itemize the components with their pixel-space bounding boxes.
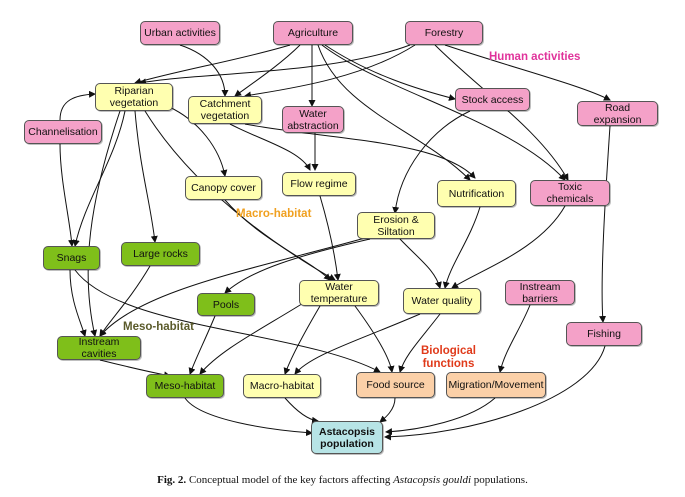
- edge-stock-erosion: [392, 110, 471, 214]
- node-water-temperature: Water temperature: [299, 280, 379, 306]
- node-riparian-vegetation: Riparian vegetation: [95, 83, 173, 111]
- edge-agriculture-riparian: [134, 44, 291, 85]
- node-catchment-vegetation: Catchment vegetation: [188, 96, 262, 124]
- edge-snags-food: [74, 269, 381, 373]
- edge-rocks-cavities: [99, 265, 151, 337]
- node-food-source: Food source: [356, 372, 435, 398]
- edge-watertemp-food: [354, 305, 395, 373]
- node-snags: Snags: [43, 246, 100, 270]
- node-flow-regime: Flow regime: [282, 172, 356, 196]
- edge-agriculture-toxic: [321, 44, 566, 181]
- edge-toxic-quality: [451, 205, 566, 289]
- node-fishing: Fishing: [566, 322, 642, 346]
- node-instream-barriers: Instream barriers: [505, 280, 575, 305]
- edge-agriculture-catchment: [234, 44, 301, 97]
- caption-fig-number: Fig. 2.: [157, 474, 187, 486]
- node-water-abstraction: Water abstraction: [282, 106, 344, 133]
- node-toxic-chemicals: Toxic chemicals: [530, 180, 610, 206]
- edge-watertemp-meso: [199, 301, 306, 375]
- edge-flow-watertemp: [319, 195, 341, 281]
- edge-riparian-cavities: [87, 110, 121, 337]
- edge-macro-astacopsis: [284, 397, 319, 424]
- node-channelisation: Channelisation: [24, 120, 102, 144]
- node-macro-habitat: Macro-habitat: [243, 374, 321, 398]
- label-human-activities: Human activities: [489, 51, 581, 63]
- caption-text-after: populations.: [471, 474, 528, 486]
- edge-agriculture-stock: [324, 44, 456, 101]
- edge-forestry-catchment: [244, 44, 416, 99]
- node-erosion-siltation: Erosion & Siltation: [357, 212, 435, 239]
- edge-watertemp-macro: [283, 305, 321, 375]
- edge-fishing-astacopsis: [384, 345, 606, 441]
- figure-caption: Fig. 2. Conceptual model of the key fact…: [0, 474, 685, 486]
- edge-food-astacopsis: [379, 397, 396, 423]
- edge-riparian-rocks: [134, 110, 158, 243]
- node-instream-cavities: Instream cavities: [57, 336, 141, 360]
- edge-agriculture-nutrification: [317, 44, 471, 181]
- edge-quality-macro: [294, 313, 421, 375]
- node-astacopsis-population: Astacopsis population: [311, 421, 383, 454]
- node-agriculture: Agriculture: [273, 21, 353, 45]
- edge-erosion-cavities: [99, 237, 366, 337]
- edge-catchment-nutrification: [244, 123, 476, 179]
- edge-forestry-riparian: [139, 44, 411, 86]
- node-canopy-cover: Canopy cover: [185, 176, 262, 200]
- node-large-rocks: Large rocks: [121, 242, 200, 266]
- edge-canopy-watertemp: [224, 199, 331, 281]
- node-forestry: Forestry: [405, 21, 483, 45]
- edge-urban-catchment: [179, 44, 229, 97]
- edge-channel-snags: [59, 143, 76, 247]
- node-stock-access: Stock access: [455, 88, 530, 111]
- edge-meso-astacopsis: [184, 397, 313, 437]
- edge-quality-food: [398, 313, 441, 373]
- edge-barriers-migration: [497, 304, 531, 373]
- edge-channel-riparian: [59, 90, 96, 121]
- edge-pools-meso: [188, 315, 216, 375]
- node-meso-habitat: Meso-habitat: [146, 374, 224, 398]
- node-water-quality: Water quality: [403, 288, 481, 314]
- edge-snags-cavities: [69, 269, 87, 337]
- edge-forestry-toxic: [434, 44, 569, 181]
- edge-catchment-flow: [229, 123, 311, 171]
- node-migration-movement: Migration/Movement: [446, 372, 546, 398]
- node-urban-activities: Urban activities: [140, 21, 220, 45]
- node-nutrification: Nutrification: [437, 180, 516, 207]
- edge-erosion-quality: [399, 238, 442, 289]
- label-biological-functions: Biological functions: [421, 345, 476, 370]
- edge-forestry-road: [444, 44, 611, 101]
- caption-species: Astacopsis gouldi: [393, 474, 471, 486]
- edge-riparian-canopy: [164, 104, 228, 177]
- node-pools: Pools: [197, 293, 255, 316]
- node-road-expansion: Road expansion: [577, 101, 658, 126]
- edge-migration-astacopsis: [385, 397, 496, 436]
- edge-erosion-pools: [224, 238, 371, 294]
- edge-road-fishing: [599, 125, 611, 323]
- caption-text-before: Conceptual model of the key factors affe…: [186, 474, 394, 486]
- label-macro-habitat: Macro-habitat: [236, 208, 312, 220]
- label-meso-habitat: Meso-habitat: [123, 321, 194, 333]
- edge-nutrification-quality: [442, 206, 481, 289]
